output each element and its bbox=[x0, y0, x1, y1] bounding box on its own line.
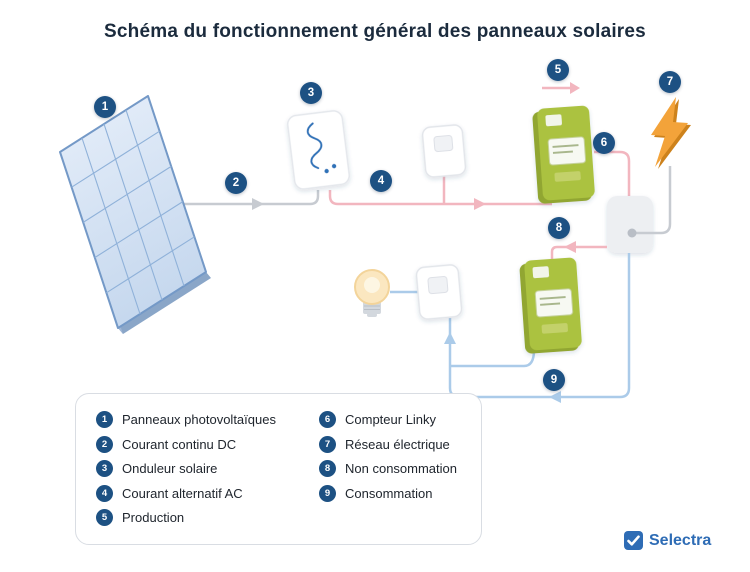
ac-arrow-icon bbox=[474, 198, 486, 210]
legend-label-inverter: Onduleur solaire bbox=[122, 461, 218, 477]
grid-line bbox=[627, 166, 672, 238]
legend-item-inverter: 3 Onduleur solaire bbox=[96, 460, 319, 478]
badge-2-dc: 2 bbox=[225, 172, 247, 194]
legend-label-production: Production bbox=[122, 510, 185, 526]
legend-item-dc: 2 Courant continu DC bbox=[96, 435, 319, 454]
light-bulb-icon bbox=[354, 269, 390, 317]
solar-panel-icon bbox=[59, 95, 211, 334]
meter-to-grid-line bbox=[594, 150, 631, 196]
legend-label-dc: Courant continu DC bbox=[122, 436, 237, 452]
legend-item-panels: 1 Panneaux photovoltaïques bbox=[96, 411, 319, 429]
legend-label-consumption: Consommation bbox=[345, 485, 433, 501]
legend-item-ac: 4 Courant alternatif AC bbox=[96, 484, 319, 503]
non-consumption-line bbox=[550, 241, 607, 260]
legend-label-grid: Réseau électrique bbox=[345, 436, 450, 452]
legend-column-2: 6 Compteur Linky 7 Réseau électrique 8 N… bbox=[319, 411, 457, 544]
legend-badge-7: 7 bbox=[319, 435, 336, 453]
socket-box-top-icon bbox=[421, 124, 467, 178]
legend-label-ac: Courant alternatif AC bbox=[122, 485, 243, 501]
legend-badge-3: 3 bbox=[96, 460, 113, 478]
legend-item-nonconsumption: 8 Non consommation bbox=[319, 460, 457, 478]
consumption-up-arrow-icon bbox=[444, 332, 456, 344]
inverter-icon bbox=[286, 110, 351, 190]
badge-4-ac: 4 bbox=[370, 170, 392, 192]
legend-item-consumption: 9 Consommation bbox=[319, 484, 457, 503]
linky-meter-production-icon bbox=[532, 105, 595, 204]
legend-badge-4: 4 bbox=[96, 484, 113, 502]
selectra-check-icon bbox=[624, 531, 643, 550]
grid-junction-box bbox=[607, 196, 653, 253]
legend-label-nonconsumption: Non consommation bbox=[345, 461, 457, 477]
legend-column-1: 1 Panneaux photovoltaïques 2 Courant con… bbox=[96, 411, 319, 544]
ac-line bbox=[328, 176, 552, 210]
badge-7-grid: 7 bbox=[659, 71, 681, 93]
production-arrowhead-icon bbox=[570, 82, 580, 94]
badge-3-inverter: 3 bbox=[300, 82, 322, 104]
badge-8-nonconsumption: 8 bbox=[548, 217, 570, 239]
selectra-logo: Selectra bbox=[624, 531, 711, 550]
dc-line bbox=[180, 190, 320, 210]
legend-badge-8: 8 bbox=[319, 460, 336, 478]
legend-badge-1: 1 bbox=[96, 411, 113, 429]
badge-9-consumption: 9 bbox=[543, 369, 565, 391]
legend-box: 1 Panneaux photovoltaïques 2 Courant con… bbox=[75, 393, 482, 545]
legend-item-production: 5 Production bbox=[96, 509, 319, 527]
page-title: Schéma du fonctionnement général des pan… bbox=[104, 21, 646, 42]
linky-meter-consumption-icon bbox=[519, 257, 582, 354]
legend-badge-2: 2 bbox=[96, 435, 113, 453]
consumption-arrow-icon bbox=[549, 391, 561, 403]
legend-label-linky: Compteur Linky bbox=[345, 412, 437, 428]
legend-item-linky: 6 Compteur Linky bbox=[319, 411, 457, 429]
dc-arrow-icon bbox=[252, 198, 264, 210]
inverter-coil-icon bbox=[306, 122, 323, 170]
badge-1-panels: 1 bbox=[94, 96, 116, 118]
legend-badge-9: 9 bbox=[319, 484, 336, 502]
legend-label-panels: Panneaux photovoltaïques bbox=[122, 412, 276, 428]
badge-6-linky: 6 bbox=[593, 132, 615, 154]
legend-badge-6: 6 bbox=[319, 411, 336, 429]
non-consumption-arrow-icon bbox=[564, 241, 576, 253]
socket-box-bottom-icon bbox=[415, 264, 463, 320]
selectra-logo-text: Selectra bbox=[649, 531, 712, 549]
grid-node-dot bbox=[627, 228, 637, 238]
production-arrow bbox=[542, 82, 580, 94]
badge-5-production: 5 bbox=[547, 59, 569, 81]
legend-item-grid: 7 Réseau électrique bbox=[319, 435, 457, 454]
legend-badge-5: 5 bbox=[96, 509, 113, 527]
lightning-bolt-icon bbox=[651, 97, 691, 169]
